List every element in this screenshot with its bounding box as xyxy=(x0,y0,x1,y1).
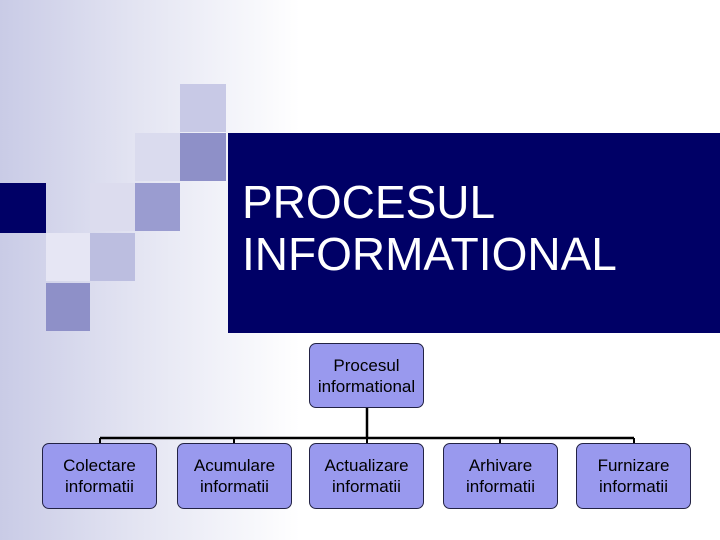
decor-square xyxy=(135,183,180,231)
title-band xyxy=(228,133,720,333)
node-label: Acumulare xyxy=(193,456,276,475)
decor-square xyxy=(46,233,90,281)
child-node-furnizare: Furnizare informatii xyxy=(576,443,691,509)
decor-square xyxy=(90,183,135,231)
decor-square xyxy=(46,283,90,331)
node-label: informatii xyxy=(332,477,401,496)
node-label: informatii xyxy=(200,477,269,496)
child-node-colectare: Colectare informatii xyxy=(42,443,157,509)
accent-bar xyxy=(0,183,46,233)
node-label: informatii xyxy=(466,477,535,496)
child-node-actualizare: Actualizare informatii xyxy=(309,443,424,509)
decor-square xyxy=(180,133,226,181)
slide-title: PROCESUL INFORMATIONAL xyxy=(242,176,712,280)
root-node: Procesul informational xyxy=(309,343,424,408)
node-label: informational xyxy=(317,376,416,396)
slide-title-line: PROCESUL xyxy=(242,176,496,228)
child-node-arhivare: Arhivare informatii xyxy=(443,443,558,509)
node-label: informatii xyxy=(599,477,668,496)
decor-square xyxy=(135,133,180,181)
node-label: Arhivare xyxy=(468,456,533,475)
child-node-acumulare: Acumulare informatii xyxy=(177,443,292,509)
slide-title-line: INFORMATIONAL xyxy=(242,228,617,280)
node-label: Furnizare xyxy=(597,456,670,475)
node-label: Actualizare xyxy=(324,456,409,475)
decor-square xyxy=(90,233,135,281)
node-label: Colectare xyxy=(63,456,136,475)
node-label: informatii xyxy=(65,477,134,496)
node-label: Procesul xyxy=(333,355,400,375)
decor-square xyxy=(180,84,226,132)
